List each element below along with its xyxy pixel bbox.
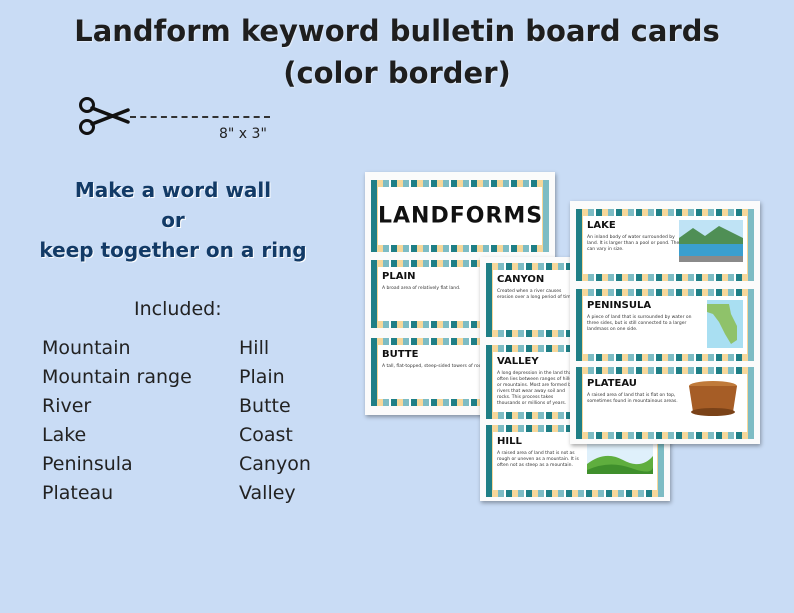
- card-definition: A raised area of land that is flat on to…: [587, 393, 678, 404]
- word-wall-line2: or: [161, 208, 185, 232]
- peninsula-image: [707, 300, 743, 348]
- list-item: River: [42, 395, 92, 417]
- lake-image: [679, 220, 743, 262]
- card-peninsula: PENINSULA A piece of land that is surrou…: [576, 289, 754, 361]
- card-word: HILL: [497, 436, 522, 447]
- list-item: Butte: [239, 395, 291, 417]
- card-definition: A piece of land that is surrounded by wa…: [587, 315, 692, 332]
- plateau-image: [683, 378, 743, 418]
- list-item: Mountain range: [42, 366, 192, 388]
- page-subtitle: (color border): [283, 56, 511, 90]
- card-word: LANDFORMS: [378, 203, 544, 229]
- card-plateau: PLATEAU A raised area of land that is fl…: [576, 367, 754, 439]
- card-definition: A raised area of land that is not as rou…: [497, 451, 579, 468]
- card-word: PLATEAU: [587, 378, 637, 389]
- page-title: Landform keyword bulletin board cards: [74, 14, 720, 48]
- card-word: PENINSULA: [587, 300, 652, 311]
- list-item: Plateau: [42, 482, 114, 504]
- list-item: Valley: [239, 482, 296, 504]
- list-item: Lake: [42, 424, 87, 446]
- card-word: VALLEY: [497, 356, 539, 367]
- list-item: Plain: [239, 366, 285, 388]
- list-item: Canyon: [239, 453, 311, 475]
- card-word: LAKE: [587, 220, 616, 231]
- card-word: CANYON: [497, 274, 545, 285]
- card-lake: LAKE An inland body of water surrounded …: [576, 209, 754, 281]
- card-landforms: LANDFORMS: [371, 180, 549, 252]
- size-label: 8" x 3": [219, 126, 267, 142]
- card-definition: An inland body of water surrounded by la…: [587, 235, 682, 252]
- list-item: Peninsula: [42, 453, 133, 475]
- word-wall-line3: keep together on a ring: [39, 238, 307, 262]
- list-item: Mountain: [42, 337, 131, 359]
- card-definition: A broad area of relatively flat land.: [382, 286, 461, 291]
- word-wall-line1: Make a word wall: [74, 178, 272, 202]
- cut-line: [130, 116, 270, 118]
- card-sheet-3: LAKE An inland body of water surrounded …: [570, 201, 760, 444]
- card-word: PLAIN: [382, 271, 416, 282]
- list-item: Hill: [239, 337, 270, 359]
- scissors-icon: [78, 96, 130, 136]
- card-definition: A tall, flat-topped, steep-sided towers …: [382, 364, 486, 369]
- hill-image: [587, 444, 653, 474]
- card-word: BUTTE: [382, 349, 419, 360]
- list-item: Coast: [239, 424, 293, 446]
- included-label: Included:: [134, 298, 222, 320]
- card-definition: Created when a river causes erosion over…: [497, 289, 575, 300]
- card-definition: A long depression in the land that often…: [497, 371, 574, 406]
